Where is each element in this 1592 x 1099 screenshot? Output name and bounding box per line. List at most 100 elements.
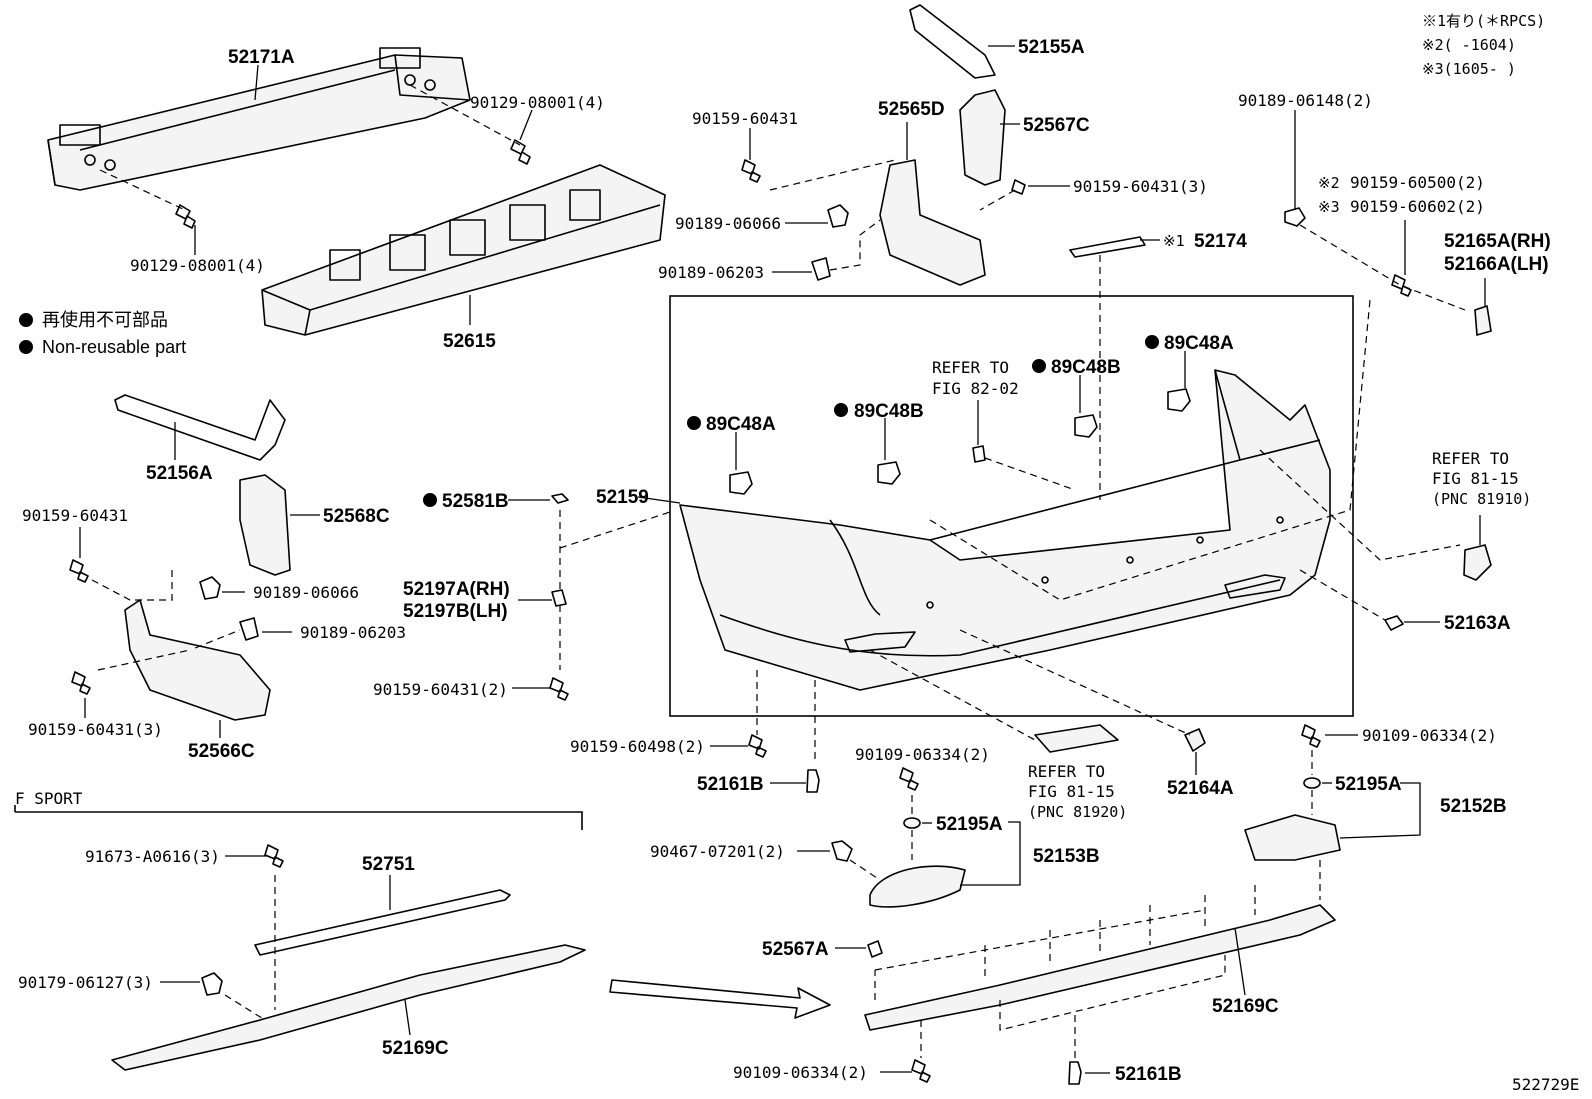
bolt-icon — [264, 844, 284, 868]
cover-52165A — [1474, 305, 1492, 336]
label-90467: 90467-07201(2) — [650, 842, 785, 861]
reinforcement-52171A — [47, 47, 471, 191]
refer-81910-line3: (PNC 81910) — [1432, 490, 1531, 508]
clip-89C48A-left — [729, 471, 753, 495]
label-52161B-a: 52161B — [697, 774, 764, 795]
bolt-icon — [1011, 179, 1026, 195]
spacer-52568C — [239, 474, 291, 576]
garnish-52751 — [254, 889, 511, 956]
non-reusable-icon — [423, 493, 437, 507]
refer-82-02-line1: REFER TO — [932, 358, 1009, 377]
fsport-bracket — [14, 805, 583, 830]
bolt-icon — [549, 677, 569, 701]
non-reusable-icon — [687, 416, 701, 430]
mark-2: ※2 — [1318, 174, 1340, 192]
clip-89C48B-right — [1074, 414, 1098, 438]
refer-81910-line2: FIG 81-15 — [1432, 469, 1519, 488]
clip-icon — [239, 617, 259, 641]
label-52197A: 52197A(RH) — [403, 579, 510, 600]
bumper-cover-52159 — [679, 369, 1331, 691]
label-52581B: 52581B — [442, 491, 509, 512]
clip-52161B — [806, 769, 820, 793]
reflector-81910 — [1463, 544, 1492, 581]
label-52164A: 52164A — [1167, 778, 1234, 799]
arrow-icon — [609, 979, 831, 1019]
label-52153B: 52153B — [1033, 846, 1100, 867]
label-90159-60431-a: 90159-60431 — [692, 109, 798, 128]
clip-icon — [972, 445, 986, 463]
legend-en: Non-reusable part — [42, 337, 186, 357]
label-89C48A-right: 89C48A — [1164, 333, 1234, 354]
label-89C48B-left: 89C48B — [854, 401, 924, 422]
label-90129-bottom: 90129-08001(4) — [130, 256, 265, 275]
label-52174: 52174 — [1194, 231, 1247, 252]
nut-icon — [827, 204, 849, 228]
label-90179: 90179-06127(3) — [18, 973, 153, 992]
label-52163A: 52163A — [1444, 613, 1511, 634]
clip-90467 — [831, 840, 853, 862]
note-range-1604: ※2( -1604) — [1422, 36, 1516, 54]
bumper-detail-box — [669, 295, 1354, 717]
label-52169C-right: 52169C — [1212, 996, 1279, 1017]
label-90189-06066-a: 90189-06066 — [675, 214, 781, 233]
clip-icon — [811, 257, 831, 281]
bolt-icon — [71, 671, 91, 695]
non-reusable-icon — [1032, 359, 1046, 373]
bolt-icon — [911, 1059, 931, 1083]
label-91673: 91673-A0616(3) — [85, 847, 220, 866]
sensor-52174 — [1069, 236, 1146, 258]
non-reusable-icon — [834, 403, 848, 417]
label-90189-06148: 90189-06148(2) — [1238, 91, 1373, 110]
bolt-icon — [1301, 724, 1321, 748]
label-89C48B-right: 89C48B — [1051, 357, 1121, 378]
label-52567C: 52567C — [1023, 115, 1090, 136]
label-90189-06203-b: 90189-06203 — [300, 623, 406, 642]
label-52197B: 52197B(LH) — [403, 601, 508, 622]
legend-jp: 再使用不可部品 — [42, 310, 168, 330]
refer-81920-line2: FIG 81-15 — [1028, 782, 1115, 801]
label-90189-06203-a: 90189-06203 — [658, 263, 764, 282]
label-90159-60500: 90159-60500(2) — [1350, 173, 1485, 192]
label-90159-60431-3a: 90159-60431(3) — [1073, 177, 1208, 196]
bracket-52156A — [114, 394, 286, 461]
label-90109-06334-a: 90109-06334(2) — [855, 745, 990, 764]
label-52155A: 52155A — [1018, 37, 1085, 58]
bolt-icon — [1391, 274, 1412, 297]
bolt-icon — [748, 734, 767, 758]
label-52152B: 52152B — [1440, 796, 1507, 817]
bracket-52565D — [879, 159, 986, 286]
label-52159: 52159 — [596, 487, 649, 508]
reflector-81920 — [1034, 724, 1119, 753]
label-52171A: 52171A — [228, 47, 295, 68]
refer-81920-line1: REFER TO — [1028, 762, 1105, 781]
label-90109-06334-b: 90109-06334(2) — [1362, 726, 1497, 745]
finisher-52152B — [1244, 814, 1341, 861]
section-fsport: F SPORT — [15, 789, 83, 808]
clip-52197A — [551, 589, 567, 607]
finisher-52153B — [869, 865, 966, 908]
label-90159-60602: 90159-60602(2) — [1350, 197, 1485, 216]
nut-icon — [201, 972, 223, 996]
label-52169C-left: 52169C — [382, 1038, 449, 1059]
clip-52161B-bottom — [1068, 1061, 1082, 1085]
bolt-icon — [69, 559, 89, 583]
nut-icon — [1284, 207, 1306, 227]
mark-1: ※1 — [1163, 232, 1185, 250]
pad-52581B — [551, 493, 569, 504]
mark-3: ※3 — [1318, 198, 1340, 216]
label-90159-60431-b: 90159-60431 — [22, 506, 128, 525]
lower-cover-52169C-left — [111, 944, 586, 1071]
note-rpcs: ※1有り(＊RPCS) — [1422, 12, 1545, 30]
clip-52567A — [867, 940, 883, 958]
spacer-52567C — [959, 89, 1006, 186]
legend-bullet-icon — [19, 340, 33, 354]
label-52195A-a: 52195A — [936, 814, 1003, 835]
label-52195A-b: 52195A — [1335, 774, 1402, 795]
label-89C48A-left: 89C48A — [706, 414, 776, 435]
label-52566C: 52566C — [188, 741, 255, 762]
non-reusable-icon — [1145, 335, 1159, 349]
bracket-52566C — [124, 599, 271, 721]
note-range-1605: ※3(1605- ) — [1422, 60, 1516, 78]
label-52165A: 52165A(RH) — [1444, 231, 1551, 252]
